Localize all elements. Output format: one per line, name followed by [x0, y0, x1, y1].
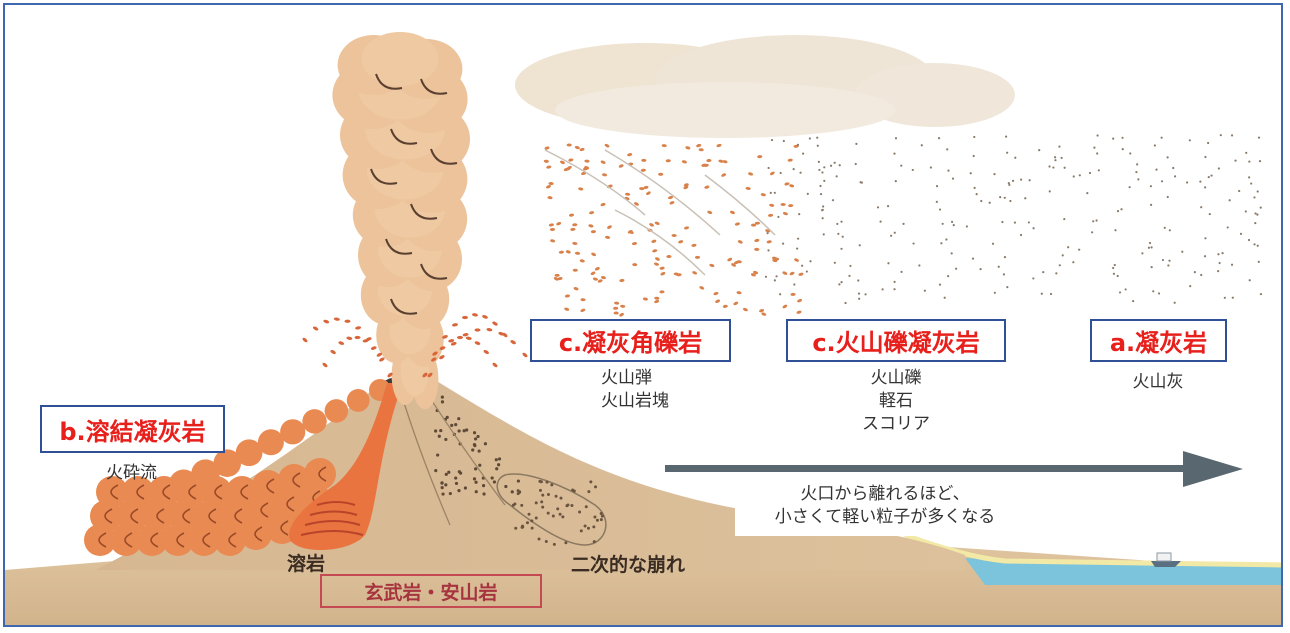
lapilli-tuff-item-1: 火山礫: [870, 368, 922, 388]
welded-tuff-label: b.溶結凝灰岩: [40, 405, 225, 453]
lava-flow: [289, 383, 405, 551]
tuff-breccia-item-1: 火山弾: [601, 368, 652, 388]
lava-label: 溶岩: [287, 553, 326, 575]
rock-types-label: 玄武岩・安山岩: [320, 574, 542, 608]
secondary-collapse-label: 二次的な崩れ: [571, 554, 686, 576]
lapilli-tuff-item-2: 軽石: [879, 391, 913, 411]
shoreline: [904, 532, 1281, 568]
tuff-item: 火山灰: [1132, 372, 1184, 392]
arrow-note-line-1: 火口から離れるほど、: [800, 484, 970, 504]
tuff-breccia-item-2: 火山岩塊: [601, 391, 669, 411]
secondary-collapse: [496, 473, 607, 546]
ballistic-streaks: [544, 149, 776, 276]
lapilli-tuff-item-3: スコリア: [862, 414, 930, 434]
volcanic-bomb-fountain: [302, 313, 528, 378]
eruption-column: [332, 32, 470, 409]
falling-particles: [543, 134, 1263, 317]
arrow-note-line-2: 小さくて軽い粒子が多くなる: [774, 507, 996, 527]
diagram-frame: b.溶結凝灰岩 火砕流 c.凝灰角礫岩 火山弾 火山岩塊 c.火山礫凝灰岩 火山…: [3, 3, 1283, 627]
arrow-note: 火口から離れるほど、 小さくて軽い粒子が多くなる: [735, 480, 1035, 536]
welded-tuff-item: 火砕流: [106, 463, 157, 483]
sea: [965, 558, 1281, 585]
secondary-collapse-dots: [511, 479, 604, 546]
distance-arrow: [665, 451, 1243, 487]
volcano-scene: [5, 32, 1281, 625]
boat-icon: [1151, 552, 1181, 567]
pyroclastic-flow-deposit: [84, 379, 391, 556]
tuff-breccia-label: c.凝灰角礫岩: [530, 319, 731, 362]
lapilli-tuff-label: c.火山礫凝灰岩: [786, 319, 1006, 362]
tuff-label: a.凝灰岩: [1090, 319, 1227, 362]
ash-cloud: [515, 35, 1015, 138]
